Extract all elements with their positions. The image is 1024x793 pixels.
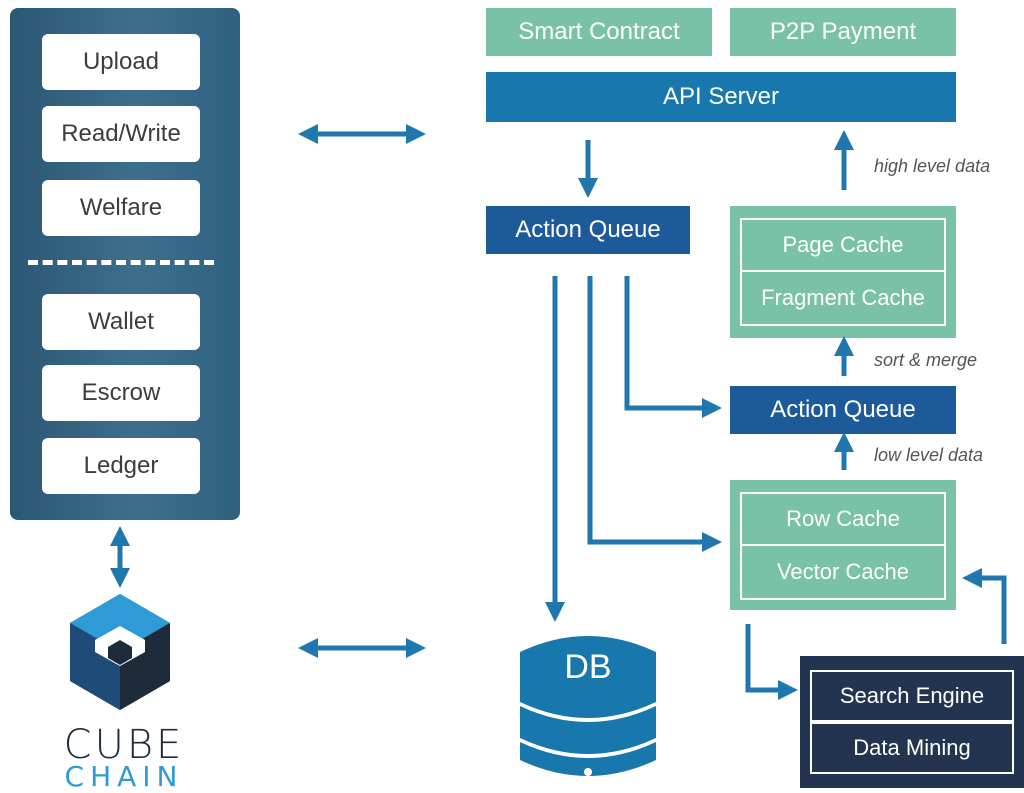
search-engine: Search Engine xyxy=(810,670,1014,722)
queue-to-row-cache-arrow xyxy=(587,276,722,552)
action-queue-main: Action Queue xyxy=(486,206,690,254)
db-label: DB xyxy=(564,648,612,686)
database-icon xyxy=(520,636,656,776)
welfare-module: Welfare xyxy=(42,180,200,236)
search-group: Search Engine Data Mining xyxy=(800,656,1024,788)
cubechain-logo-icon xyxy=(70,594,170,710)
row-cache-group: Row Cache Vector Cache xyxy=(730,480,956,610)
search-to-cache-arrow xyxy=(962,568,1007,644)
page-cache-group: Page Cache Fragment Cache xyxy=(730,206,956,338)
queue-to-action-queue-arrow xyxy=(624,276,722,418)
read-write-module: Read/Write xyxy=(42,106,200,162)
upload-module: Upload xyxy=(42,34,200,90)
fragment-cache: Fragment Cache xyxy=(740,270,946,326)
api-server-box: API Server xyxy=(486,72,956,122)
wallet-module: Wallet xyxy=(42,294,200,350)
panel-divider xyxy=(28,260,214,265)
high-level-data-note: high level data xyxy=(874,156,991,176)
action-queue-secondary: Action Queue xyxy=(730,386,956,434)
data-mining: Data Mining xyxy=(810,722,1014,774)
sort-merge-note: sort & merge xyxy=(874,350,978,370)
p2p-payment-box: P2P Payment xyxy=(730,8,956,56)
smart-contract-box: Smart Contract xyxy=(486,8,712,56)
vector-cache: Vector Cache xyxy=(740,544,946,600)
logo-text-chain: CHAIN xyxy=(64,760,184,793)
ledger-module: Ledger xyxy=(42,438,200,494)
escrow-module: Escrow xyxy=(42,365,200,421)
cache-to-search-arrow xyxy=(745,624,798,700)
logo-text-cube: CUBE xyxy=(63,722,185,768)
low-level-data-note: low level data xyxy=(874,445,984,465)
